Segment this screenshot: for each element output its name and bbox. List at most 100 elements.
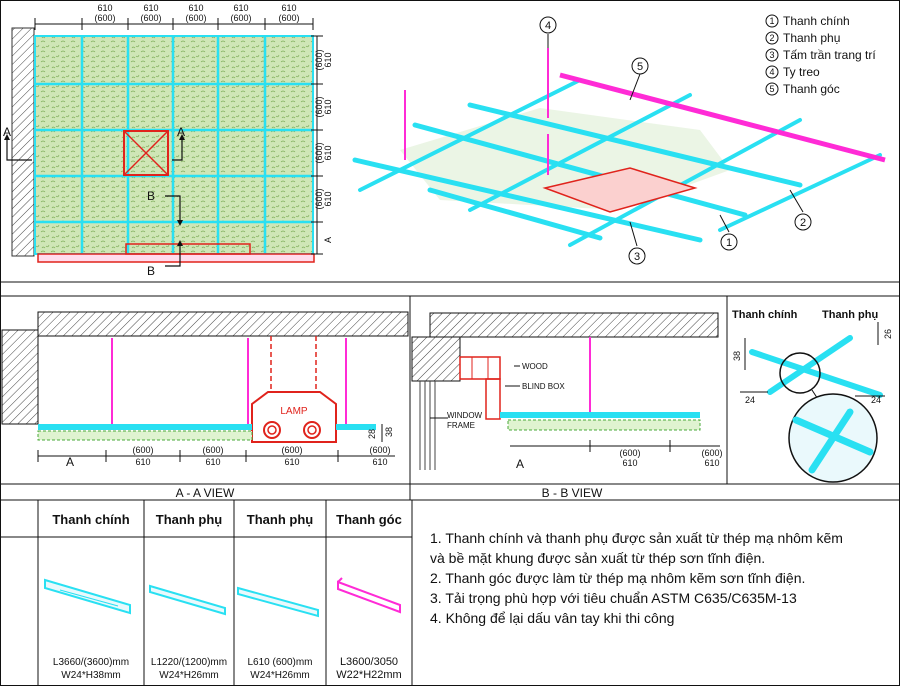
plan-row-dim: (600)	[314, 142, 324, 163]
wood-label: WOOD	[522, 362, 548, 371]
iso-callout-4: 4	[545, 20, 551, 32]
wood-block	[459, 356, 501, 380]
plan-col-dim: (600)	[185, 13, 206, 23]
aa-view-title: A - A VIEW	[176, 486, 235, 500]
aa-dim: 610	[372, 457, 387, 467]
spec-size: W24*H38mm	[61, 670, 121, 681]
plan-row-dim: (600)	[314, 49, 324, 70]
spec-size: W24*H26mm	[250, 670, 310, 681]
legend-label: Thanh phụ	[783, 31, 840, 45]
plan-col-dim: 610	[97, 3, 112, 13]
aa-height: 38	[384, 427, 394, 437]
lamp-label: LAMP	[280, 406, 308, 417]
plan-row-dim: 610	[323, 145, 333, 160]
wall-hatch	[11, 27, 35, 257]
aa-height: 28	[367, 429, 377, 439]
iso-lamp-panel	[542, 167, 698, 213]
legend-num: 4	[769, 67, 774, 77]
joint-dim-26: 26	[883, 329, 893, 339]
section-a-right: A	[177, 125, 185, 139]
legend-num: 3	[769, 50, 774, 60]
aa-dim: (600)	[281, 445, 302, 455]
legend-label: Thanh chính	[783, 14, 850, 28]
window-frame-label: WINDOW	[447, 411, 483, 420]
table-header-wall-angle: Thanh góc	[336, 512, 402, 527]
plan-col-dim: (600)	[140, 13, 161, 23]
spec-main-runner: L3660/(3600)mm W24*H38mm	[38, 656, 144, 682]
aa-dim: 610	[205, 457, 220, 467]
legend-label: Thanh góc	[783, 82, 840, 96]
iso-cross-tees	[358, 78, 882, 247]
aa-dim: 610	[284, 457, 299, 467]
isometric-view: 4 5 2 1 3	[352, 16, 886, 265]
plan-row-dim: 610	[323, 52, 333, 67]
spec-size: W24*H26mm	[159, 670, 219, 681]
notes-block: 1. Thanh chính và thanh phụ được sản xuấ…	[430, 528, 892, 628]
bb-dim: (600)	[701, 448, 722, 458]
section-b-bottom: B	[147, 264, 155, 278]
plan-col-dim: 610	[233, 3, 248, 13]
plan-view: 610 (600) 610 (600) 610 (600) 610 (600) …	[3, 3, 333, 278]
lamp-housing	[251, 391, 337, 443]
bb-edge-label: A	[516, 457, 524, 471]
joint-dim-38: 38	[732, 351, 742, 361]
table-header-cross-tee-1220: Thanh phụ	[155, 512, 223, 527]
iso-callout-5: 5	[637, 61, 643, 73]
iso-callout-2: 2	[800, 217, 806, 229]
section-a-left: A	[3, 125, 11, 139]
plan-col-dim: (600)	[230, 13, 251, 23]
bb-wall	[411, 336, 461, 382]
joint-dim-24: 24	[745, 395, 755, 405]
plan-edge-trim	[37, 253, 315, 263]
view-bb: WOOD BLIND BOX WINDOW FRAME (600) 610 (6…	[411, 312, 723, 471]
plan-row-dim: (600)	[314, 96, 324, 117]
note-line: 3. Tải trọng phù hợp với tiêu chuẩn ASTM…	[430, 590, 797, 606]
iso-wall-angle	[559, 72, 886, 163]
spec-length: L1220/(1200)mm	[150, 657, 228, 668]
plan-row-dim: 610	[323, 191, 333, 206]
spec-size: W22*H22mm	[336, 669, 402, 681]
table-header-main-runner: Thanh chính	[52, 512, 130, 527]
aa-dim: (600)	[132, 445, 153, 455]
lamp-box	[123, 130, 169, 176]
aa-wall	[1, 329, 39, 425]
joint-main-label: Thanh chính	[732, 309, 798, 321]
view-aa: LAMP (600) 610 (600) 610 (600) 610 (600)…	[1, 311, 409, 469]
aa-dim: (600)	[369, 445, 390, 455]
legend-label: Ty treo	[783, 65, 820, 79]
legend-num: 5	[769, 84, 774, 94]
product-sketches	[44, 577, 401, 618]
note-line: 2. Thanh góc được làm từ thép mạ nhôm kẽ…	[430, 570, 806, 586]
joint-sub-label: Thanh phụ	[822, 309, 878, 321]
note-line: và bề mặt khung được sản xuất từ thép sơ…	[430, 550, 766, 566]
bb-runner	[500, 412, 700, 418]
blind-box-label: BLIND BOX	[522, 382, 565, 391]
spec-wall-angle: L3600/3050 W22*H22mm	[326, 656, 412, 682]
blind-box	[485, 378, 501, 420]
aa-slab	[37, 311, 409, 337]
aa-dim: (600)	[202, 445, 223, 455]
aa-dim: 610	[135, 457, 150, 467]
legend-label: Tấm trần trang trí	[783, 48, 876, 62]
iso-main-runners	[352, 102, 803, 243]
note-line: 4. Không để lại dấu vân tay khi thi công	[430, 610, 675, 626]
spec-length: L3660/(3600)mm	[52, 657, 130, 668]
plan-col-dim: 610	[281, 3, 296, 13]
legend-num: 2	[769, 33, 774, 43]
plan-col-dim: 610	[188, 3, 203, 13]
window-frame-label: FRAME	[447, 421, 475, 430]
plan-col-dim: 610	[143, 3, 158, 13]
legend: 1 2 3 4 5 Thanh chính Thanh phụ Tấm trần…	[765, 14, 876, 96]
plan-grid	[35, 36, 313, 254]
iso-hangers	[404, 48, 549, 175]
bb-slab	[429, 312, 719, 338]
legend-num: 1	[769, 16, 774, 26]
iso-callout-3: 3	[634, 251, 640, 263]
spec-length: L610 (600)mm	[247, 657, 313, 668]
plan-row-dim: (600)	[314, 188, 324, 209]
bb-dim: 610	[704, 458, 719, 468]
aa-runner	[38, 424, 252, 430]
bb-view-title: B - B VIEW	[542, 486, 603, 500]
plan-row-dim: 610	[323, 99, 333, 114]
